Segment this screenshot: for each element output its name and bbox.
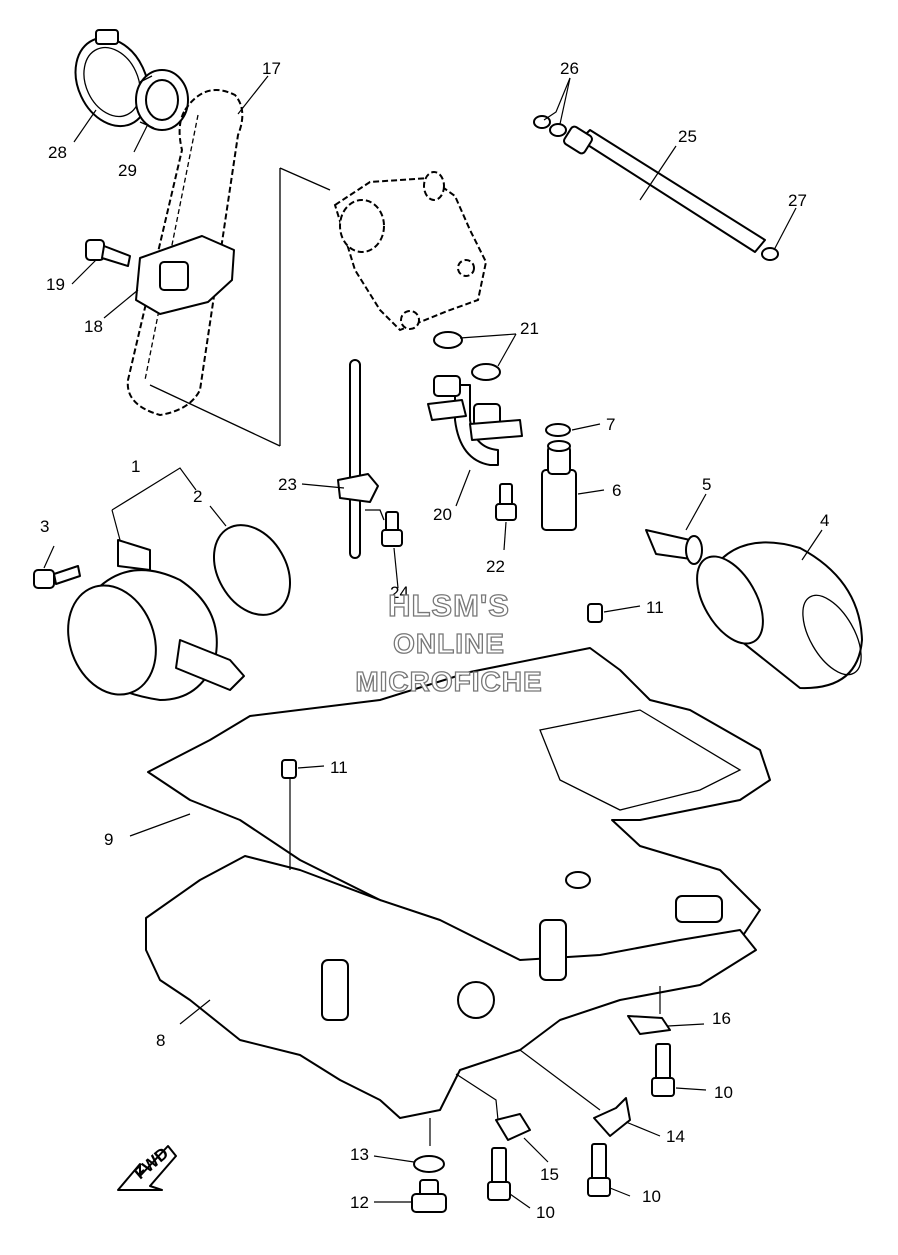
chain-guide-bolt xyxy=(85,239,131,267)
chain-guide xyxy=(135,235,235,315)
callout-5: 5 xyxy=(702,475,711,494)
callout-labels: 1 2 3 4 5 6 7 8 9 10 10 10 11 11 12 13 1… xyxy=(40,59,829,1222)
callout-19: 19 xyxy=(46,275,65,294)
callout-4: 4 xyxy=(820,511,829,530)
callout-27: 27 xyxy=(788,191,807,210)
bolt-3 xyxy=(33,565,81,589)
bolt-24 xyxy=(365,509,403,547)
clamp-14 xyxy=(593,1097,631,1137)
callout-1: 1 xyxy=(131,457,140,476)
union-bolt xyxy=(645,529,703,565)
o-ring xyxy=(433,331,463,349)
drain-plug xyxy=(411,1179,447,1213)
o-ring xyxy=(471,363,501,381)
clamp-16 xyxy=(627,1015,671,1035)
oil-pump-drive-gear xyxy=(74,29,150,128)
dowel-pin xyxy=(281,759,297,779)
callout-11a: 11 xyxy=(646,598,664,617)
callout-26: 26 xyxy=(560,59,579,78)
callout-25: 25 xyxy=(678,127,697,146)
oil-filter-cartridge xyxy=(696,541,863,690)
callout-6: 6 xyxy=(612,481,621,500)
callout-21: 21 xyxy=(520,319,539,338)
bolt-10 xyxy=(587,1143,611,1197)
callout-14: 14 xyxy=(666,1127,685,1146)
callout-20: 20 xyxy=(433,505,452,524)
callout-15: 15 xyxy=(540,1165,559,1184)
callout-22: 22 xyxy=(486,557,505,576)
oil-delivery-pipe-25 xyxy=(563,125,766,253)
callout-17: 17 xyxy=(262,59,281,78)
callout-18: 18 xyxy=(84,317,103,336)
callout-23: 23 xyxy=(278,475,297,494)
callout-10c: 10 xyxy=(536,1203,555,1222)
oil-cooler-o-ring xyxy=(213,524,291,616)
forward-direction-arrow: FWD xyxy=(117,1144,177,1191)
o-ring xyxy=(761,247,779,261)
callout-9: 9 xyxy=(104,830,113,849)
callout-13: 13 xyxy=(350,1145,369,1164)
callout-3: 3 xyxy=(40,517,49,536)
callout-16: 16 xyxy=(712,1009,731,1028)
oil-pipe-6 xyxy=(541,440,577,531)
oil-cooler xyxy=(67,539,245,701)
callout-2: 2 xyxy=(193,487,202,506)
callout-12: 12 xyxy=(350,1193,369,1212)
callout-8: 8 xyxy=(156,1031,165,1050)
oil-pump-drive-chain xyxy=(126,89,244,417)
callout-10b: 10 xyxy=(642,1187,661,1206)
o-ring xyxy=(545,423,571,437)
callout-11b: 11 xyxy=(330,758,348,777)
watermark-line-2: ONLINE xyxy=(392,627,505,659)
bolt-10 xyxy=(487,1147,511,1201)
watermark-line-3: MICROFICHE xyxy=(355,665,543,697)
o-ring xyxy=(549,123,567,137)
oil-delivery-pipe xyxy=(427,375,523,466)
bolt-22 xyxy=(495,483,517,521)
bearing xyxy=(135,69,189,131)
oil-strainer-stay xyxy=(337,359,379,559)
callout-7: 7 xyxy=(606,415,615,434)
callout-29: 29 xyxy=(118,161,137,180)
oil-pump-assembly xyxy=(333,171,488,332)
dowel-pin xyxy=(587,603,603,623)
watermark-line-1: HLSM'S xyxy=(387,587,510,623)
gasket-13 xyxy=(413,1155,445,1173)
leader-lines xyxy=(43,75,823,1209)
oil-pan xyxy=(145,855,757,1119)
callout-10a: 10 xyxy=(714,1083,733,1102)
clamp-15 xyxy=(495,1113,531,1141)
callout-28: 28 xyxy=(48,143,67,162)
callout-24: 24 xyxy=(390,583,409,602)
bolt-10 xyxy=(651,1043,675,1097)
